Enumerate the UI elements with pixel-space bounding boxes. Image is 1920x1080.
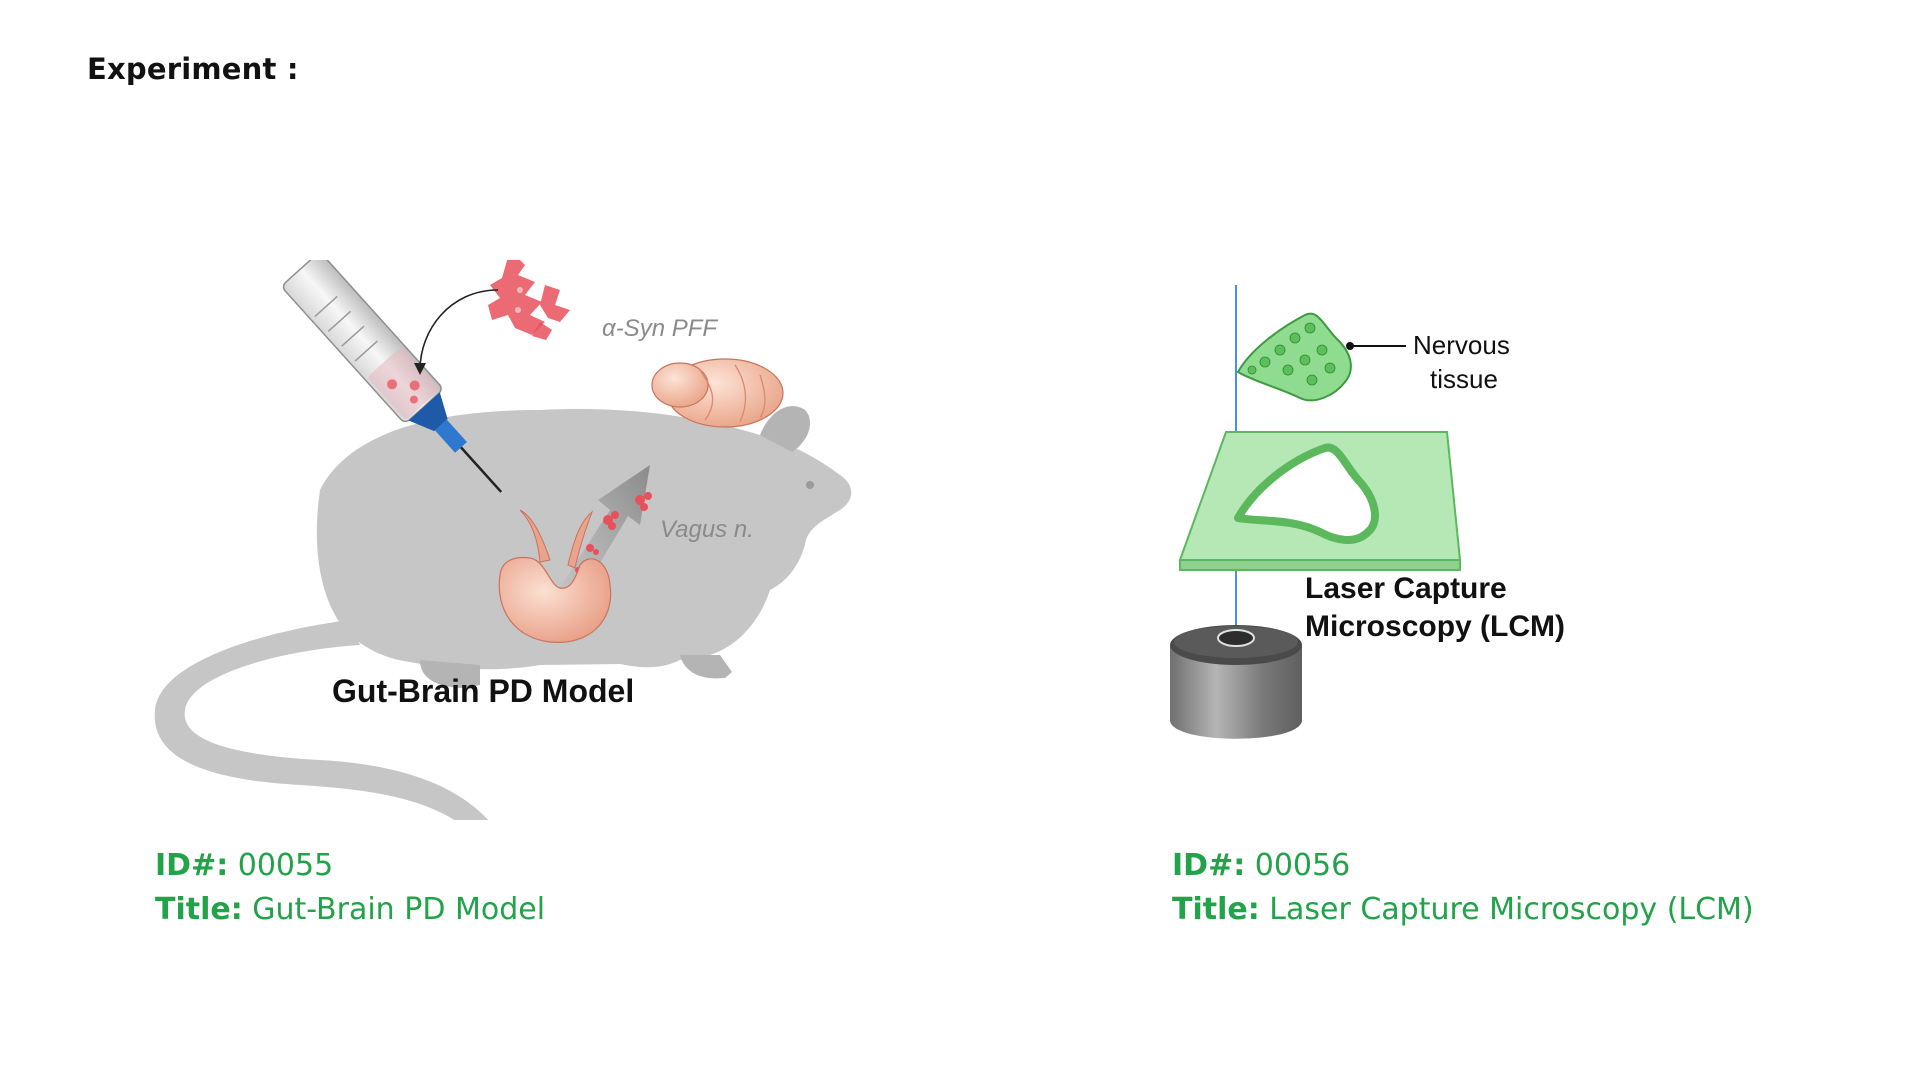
- nerve-label: Vagus n.: [660, 516, 754, 543]
- pff-arrow-head: [414, 363, 426, 375]
- stomach: [498, 509, 612, 643]
- title-value: Laser Capture Microscopy (LCM): [1269, 892, 1754, 927]
- id-label: ID#:: [155, 848, 229, 883]
- id-row: ID#: 00056: [1172, 844, 1754, 888]
- protein-label: α-Syn PFF: [602, 315, 718, 342]
- gut-brain-figure: α-Syn PFF Vagus n. Gut-Brain PD Model: [120, 250, 880, 840]
- tissue-label-line2: tissue: [1430, 364, 1498, 394]
- pff-arrow: [419, 289, 499, 371]
- page-heading: Experiment :: [87, 52, 299, 86]
- figure-title-line2: Microscopy (LCM): [1305, 610, 1565, 643]
- tissue-label-line1: Nervous: [1413, 330, 1510, 360]
- figure-title-line1: Laser Capture: [1305, 572, 1507, 605]
- title-row: Title: Gut-Brain PD Model: [155, 888, 545, 932]
- objective-lens: [1170, 625, 1302, 739]
- id-value: 00056: [1254, 848, 1351, 883]
- nervous-tissue: [1236, 312, 1352, 402]
- alpha-syn-pff-icon: [488, 250, 570, 340]
- title-label: Title:: [155, 892, 243, 927]
- caption-experiment-2: ID#: 00056 Title: Laser Capture Microsco…: [1172, 844, 1754, 932]
- mouse-silhouette: [154, 406, 852, 840]
- title-row: Title: Laser Capture Microscopy (LCM): [1172, 888, 1754, 932]
- glass-slide: [1178, 431, 1462, 571]
- title-value: Gut-Brain PD Model: [252, 892, 546, 927]
- id-row: ID#: 00055: [155, 844, 545, 888]
- id-label: ID#:: [1172, 848, 1246, 883]
- figure-title: Gut-Brain PD Model: [332, 673, 634, 709]
- tissue-pointer-dot: [1346, 342, 1354, 350]
- id-value: 00055: [237, 848, 334, 883]
- syringe: [282, 253, 503, 493]
- brain: [651, 358, 784, 428]
- lcm-figure: Nervous tissue Laser Capture Microscopy …: [1140, 270, 1700, 750]
- caption-experiment-1: ID#: 00055 Title: Gut-Brain PD Model: [155, 844, 545, 932]
- title-label: Title:: [1172, 892, 1260, 927]
